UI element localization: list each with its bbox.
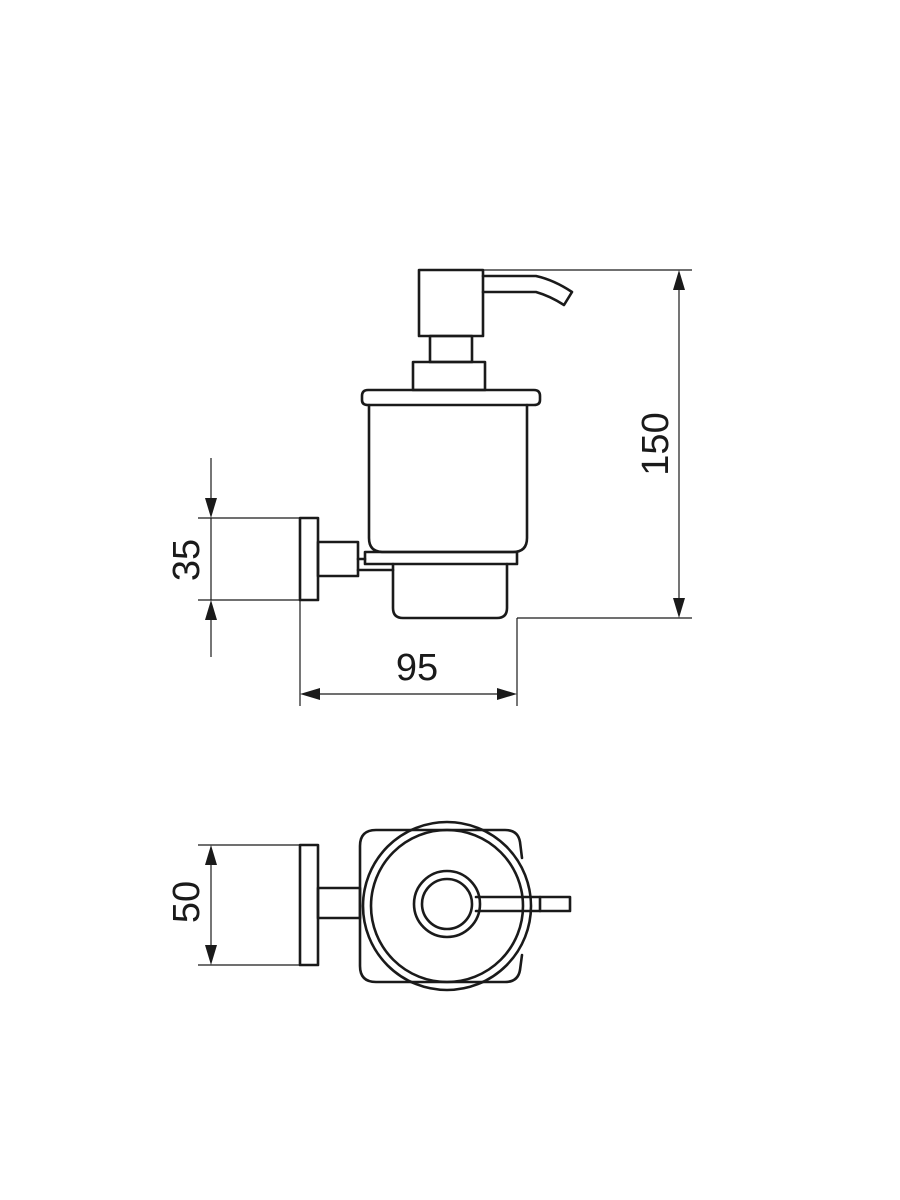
pump-collar <box>411 360 487 392</box>
top-pump-inner <box>420 877 474 931</box>
top-container-inner <box>369 828 525 984</box>
side-view: 150 35 95 <box>166 268 692 706</box>
glass-container <box>367 403 529 554</box>
holder-cup <box>391 562 509 620</box>
dimension-label-35: 35 <box>166 539 208 581</box>
top-pump-outer <box>412 869 482 939</box>
dimension-height-overall: 150 <box>483 269 692 619</box>
dimension-label-95: 95 <box>396 647 438 689</box>
dimension-width: 50 <box>166 844 300 966</box>
top-view: 50 <box>166 820 572 992</box>
dimension-depth: 95 <box>299 600 518 706</box>
top-wall-plate <box>298 843 320 967</box>
top-pump-spout <box>474 895 572 913</box>
top-container-outer <box>361 820 533 992</box>
pump-neck <box>428 334 474 364</box>
dimension-bracket-height: 35 <box>166 458 300 657</box>
dimension-label-50: 50 <box>166 881 208 923</box>
pump-head <box>417 268 485 338</box>
wall-plate <box>298 516 320 602</box>
container-lid <box>360 388 542 407</box>
top-bracket-arm <box>316 886 362 920</box>
bracket-collar <box>316 540 360 578</box>
dimension-label-150: 150 <box>635 412 677 475</box>
holder-ring <box>363 550 519 566</box>
pump-spout <box>481 274 574 307</box>
top-holder-backing <box>358 828 524 984</box>
